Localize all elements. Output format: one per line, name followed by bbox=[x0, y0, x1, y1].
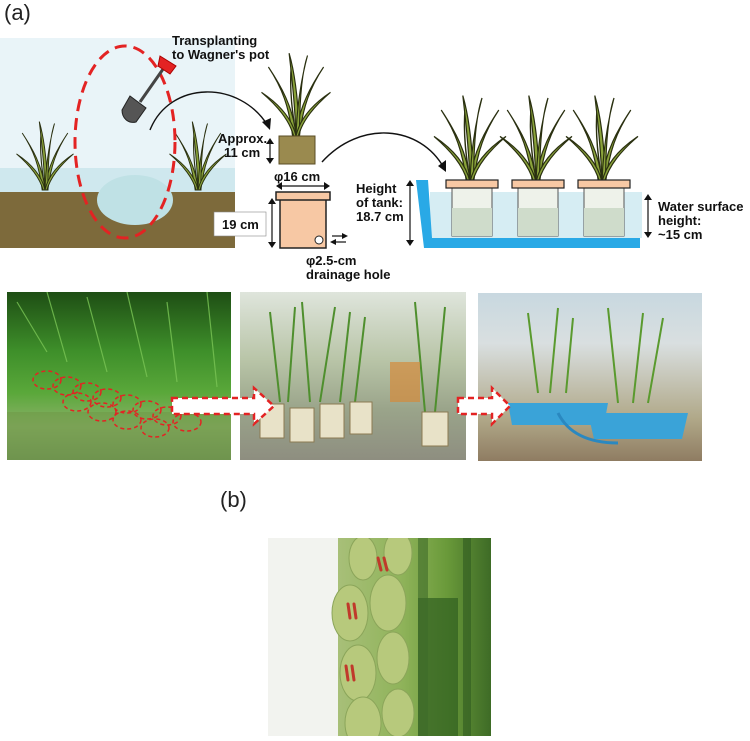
tank-wall bbox=[416, 180, 640, 248]
label-drainage-hole: drainage hole bbox=[306, 267, 391, 282]
label-of-tank: of tank: bbox=[356, 195, 403, 210]
label-water-surface: Water surface bbox=[658, 199, 744, 214]
label-drain-size: φ2.5-cm bbox=[306, 253, 357, 268]
photo-paddy-field bbox=[7, 292, 231, 460]
label-box-19 bbox=[213, 211, 267, 237]
rice-plant-icon bbox=[260, 52, 332, 137]
shovel-icon bbox=[121, 55, 177, 123]
label-height-word: height: bbox=[658, 213, 702, 228]
dashed-red-circle bbox=[73, 44, 177, 240]
panel-label-a: (a) bbox=[4, 0, 31, 25]
label-11cm: 11 cm bbox=[224, 145, 261, 160]
photo-wagner-pots bbox=[240, 292, 466, 460]
label-approx: Approx. bbox=[218, 131, 268, 146]
dug-soil-ball bbox=[97, 175, 173, 225]
curved-arrow-icon bbox=[149, 91, 269, 131]
panel-label-b: (b) bbox=[220, 487, 247, 512]
curved-arrow-icon bbox=[321, 132, 445, 169]
label-tank-height-value: 18.7 cm bbox=[356, 209, 404, 224]
pot-in-tank-1 bbox=[433, 94, 507, 237]
pot-in-tank-2 bbox=[499, 94, 573, 237]
label-transplanting: Transplanting bbox=[172, 33, 258, 48]
photo-tanks bbox=[478, 293, 702, 461]
label-water-height-value: ~15 cm bbox=[658, 227, 703, 242]
label-to-wagner-pot: to Wagner's pot bbox=[172, 47, 270, 62]
photo-rice-grains bbox=[268, 538, 491, 736]
label-diameter: φ16 cm bbox=[274, 169, 321, 184]
drainage-arrows-icon bbox=[330, 233, 348, 245]
label-19cm: 19 cm bbox=[222, 217, 259, 232]
pot-in-tank-3 bbox=[565, 94, 639, 237]
schematic-diagram bbox=[0, 38, 652, 249]
root-soil-block bbox=[278, 135, 316, 165]
label-height: Height bbox=[356, 181, 397, 196]
